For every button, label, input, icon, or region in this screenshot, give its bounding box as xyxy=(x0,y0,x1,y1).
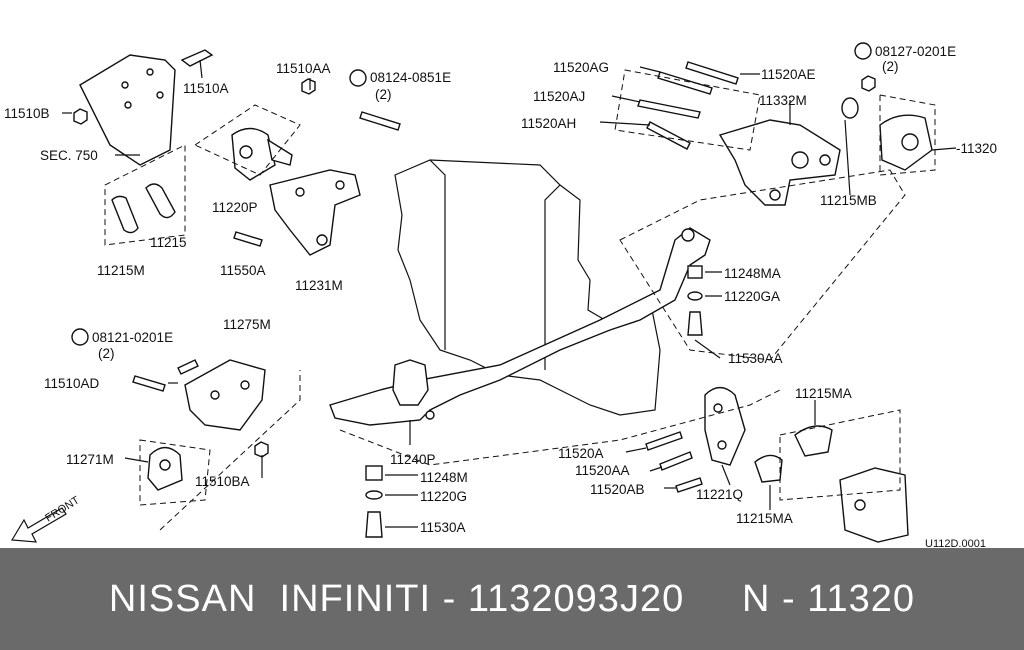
label-11215ma-a: 11215MA xyxy=(795,386,852,401)
dashed-outlines xyxy=(159,169,906,531)
label-11220ga: 11220GA xyxy=(724,289,780,304)
label-qty-2a: (2) xyxy=(375,87,392,102)
label-08121: 08121-0201E xyxy=(92,330,173,345)
label-11248ma: 11248MA xyxy=(724,266,781,281)
insulator-11220p xyxy=(193,104,301,181)
label-qty-2c: (2) xyxy=(98,346,115,361)
bracket-11332m xyxy=(614,61,841,206)
label-11221q: 11221Q xyxy=(696,487,743,502)
bracket-sec750 xyxy=(73,49,214,166)
label-11215m: 11215M xyxy=(97,263,145,278)
label-08124: 08124-0851E xyxy=(370,70,451,85)
stack-11248m xyxy=(365,465,383,538)
label-11530aa: 11530AA xyxy=(728,351,783,366)
part-caption: NISSAN INFINITI - 1132093J20 N - 11320 xyxy=(108,578,916,620)
stack-11248ma xyxy=(687,265,703,336)
part-labels: 11510A 11510B SEC. 750 11215 11215M 1151… xyxy=(4,44,997,548)
label-11271m: 11271M xyxy=(66,452,114,467)
label-11332m: 11332M xyxy=(759,93,807,108)
pads-11215 xyxy=(104,144,186,246)
label-11520aa: 11520AA xyxy=(575,463,630,478)
bracket-11221q xyxy=(645,386,909,543)
label-11240p: 11240P xyxy=(390,452,436,467)
bracket-11231m xyxy=(233,78,401,256)
label-11215mb: 11215MB xyxy=(820,193,877,208)
label-11510b: 11510B xyxy=(4,106,50,121)
label-11510ba: 11510BA xyxy=(195,474,250,489)
mount-11320 xyxy=(841,75,936,176)
label-11320: -11320 xyxy=(956,141,997,156)
label-11520aj: 11520AJ xyxy=(533,89,585,104)
front-arrow: FRONT xyxy=(10,494,82,543)
label-11248m: 11248M xyxy=(420,470,468,485)
label-11520ag: 11520AG xyxy=(553,60,609,75)
label-11215: 11215 xyxy=(150,235,187,250)
label-08127: 08127-0201E xyxy=(875,44,956,59)
label-11520a: 11520A xyxy=(558,446,604,461)
label-11510ad: 11510AD xyxy=(44,376,100,391)
label-11550a: 11550A xyxy=(220,263,266,278)
b-marks xyxy=(71,42,872,346)
insulator-11271m xyxy=(139,439,211,506)
front-label: FRONT xyxy=(43,494,82,524)
engine-block xyxy=(394,159,661,416)
parts-diagram: FRONT 11510A 11510B SEC. 750 11215 11215… xyxy=(4,42,998,548)
crossmember-11240p xyxy=(329,227,711,426)
label-sec750: SEC. 750 xyxy=(40,148,98,163)
label-11510aa: 11510AA xyxy=(276,61,331,76)
bracket-11275m xyxy=(132,359,269,458)
label-11220p: 11220P xyxy=(212,200,258,215)
label-qty-2b: (2) xyxy=(882,59,899,74)
caption-bar: NISSAN INFINITI - 1132093J20 N - 11320 xyxy=(0,548,1024,650)
label-11231m: 11231M xyxy=(295,278,343,293)
label-11520ae: 11520AE xyxy=(761,67,816,82)
label-11510a: 11510A xyxy=(183,81,229,96)
label-11220g: 11220G xyxy=(420,489,467,504)
leader-lines xyxy=(62,59,957,528)
label-11520ah: 11520AH xyxy=(521,116,576,131)
label-11530a: 11530A xyxy=(420,520,466,535)
diagram-code: U112D.0001 xyxy=(925,538,986,548)
label-11215ma-b: 11215MA xyxy=(736,511,793,526)
label-11520ab: 11520AB xyxy=(590,482,645,497)
label-11275m: 11275M xyxy=(223,317,271,332)
